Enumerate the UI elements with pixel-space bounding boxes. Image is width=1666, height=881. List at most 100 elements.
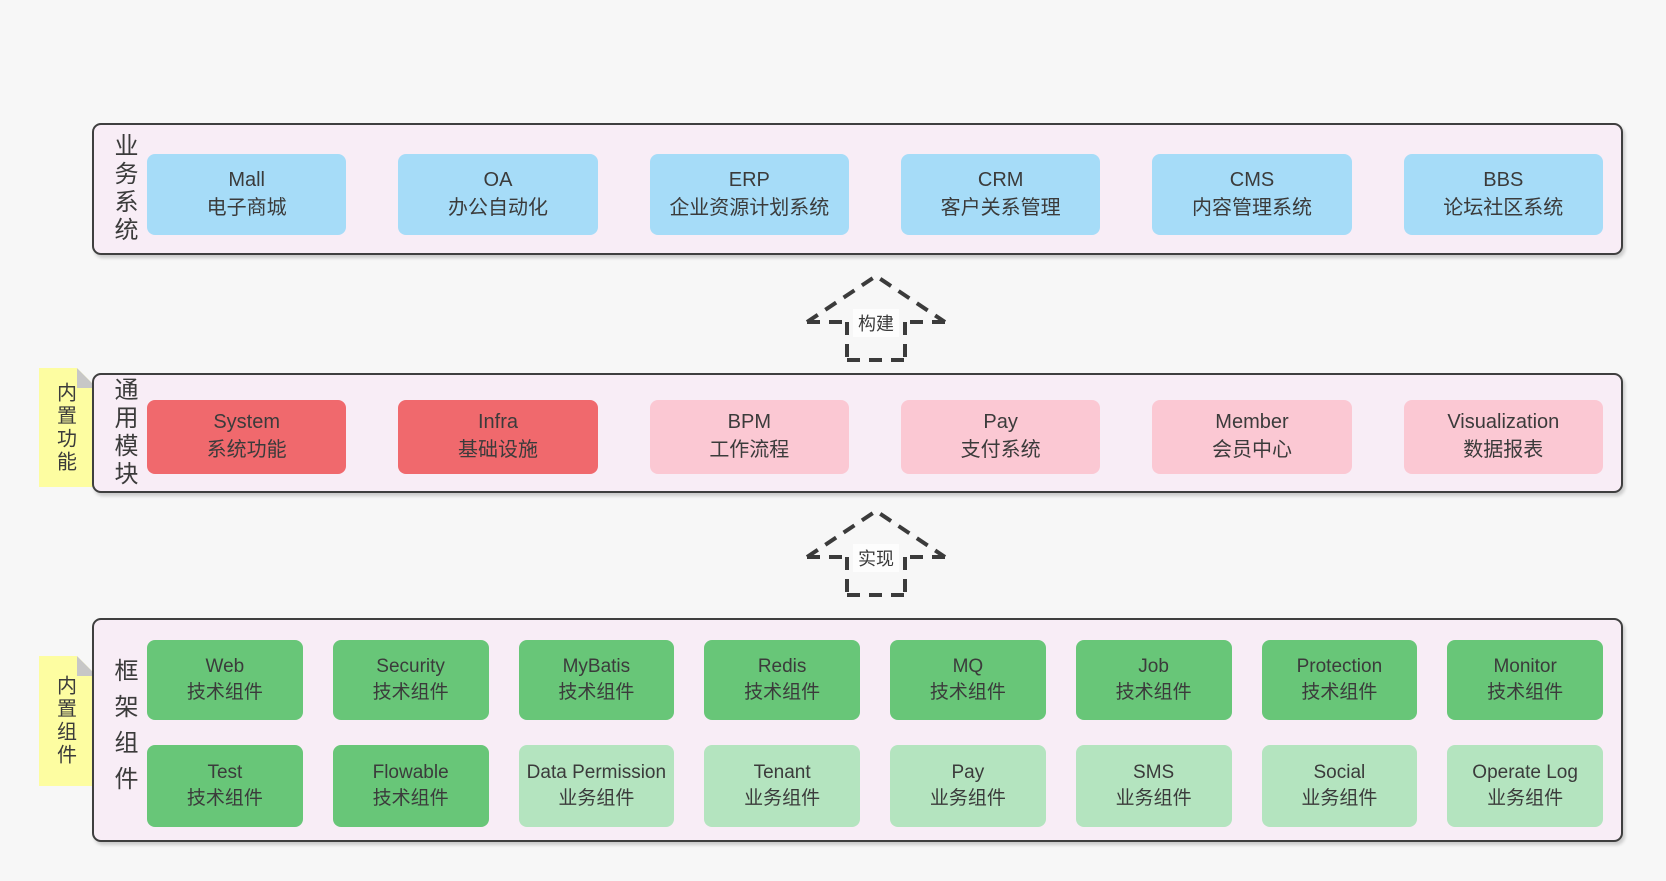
- box-subtitle: 技术组件: [1301, 682, 1378, 703]
- box-title: Job: [1138, 655, 1169, 677]
- box-subtitle: 技术组件: [558, 682, 635, 703]
- arrow-label: 实现: [853, 544, 899, 572]
- tag-label: 内置组件: [53, 675, 76, 767]
- box-title: Mall: [228, 168, 265, 191]
- module-box-bpm: BPM 工作流程: [649, 400, 849, 474]
- business-box-mall: Mall 电子商城: [147, 154, 347, 235]
- box-subtitle: 会员中心: [1211, 439, 1292, 461]
- box-title: MQ: [952, 655, 984, 677]
- box-subtitle: 论坛社区系统: [1443, 196, 1564, 219]
- framework-box-social: Social 业务组件: [1261, 745, 1418, 827]
- framework-components-panel: 框架组件 Web 技术组件 Security 技术组件 MyBatis 技术组件 Re…: [92, 618, 1623, 842]
- box-title: Infra: [477, 411, 518, 434]
- framework-box-web: Web 技术组件: [147, 640, 303, 720]
- panel-label-framework-components: 框架组件: [110, 658, 137, 802]
- box-subtitle: 基础设施: [457, 439, 538, 461]
- framework-box-mq: MQ 技术组件: [890, 640, 1046, 720]
- box-title: System: [213, 411, 280, 434]
- box-subtitle: 技术组件: [186, 682, 263, 703]
- box-title: Monitor: [1493, 655, 1557, 677]
- box-subtitle: 技术组件: [1487, 682, 1564, 703]
- box-title: CMS: [1229, 168, 1275, 191]
- framework-box-data-permission: Data Permission 业务组件: [518, 745, 675, 827]
- box-title: Data Permission: [526, 761, 667, 783]
- box-title: Flowable: [372, 761, 449, 783]
- box-subtitle: 系统功能: [206, 439, 287, 461]
- business-systems-panel: 业务系统 Mall 电子商城 OA 办公自动化 ERP 企业资源计划系统 CRM 客户关…: [92, 123, 1623, 255]
- module-box-system: System 系统功能: [147, 400, 347, 474]
- box-title: Social: [1313, 761, 1366, 783]
- box-subtitle: 业务组件: [929, 788, 1006, 809]
- box-title: SMS: [1133, 761, 1175, 783]
- framework-row-2: Test 技术组件 Flowable 技术组件 Data Permission 业务组…: [147, 745, 1603, 827]
- box-subtitle: 办公自动化: [447, 196, 548, 219]
- panel-label-business-systems: 业务系统: [110, 133, 137, 245]
- framework-box-protection: Protection 技术组件: [1261, 640, 1418, 720]
- box-subtitle: 业务组件: [1301, 788, 1378, 809]
- box-subtitle: 客户关系管理: [940, 196, 1061, 219]
- implement-arrow: 实现: [801, 507, 951, 599]
- framework-box-sms: SMS 业务组件: [1075, 745, 1232, 827]
- box-subtitle: 技术组件: [372, 788, 449, 809]
- business-box-cms: CMS 内容管理系统: [1152, 154, 1352, 235]
- framework-box-security: Security 技术组件: [332, 640, 489, 720]
- business-systems-row: Mall 电子商城 OA 办公自动化 ERP 企业资源计划系统 CRM 客户关系管理 C…: [147, 154, 1603, 235]
- box-title: ERP: [728, 168, 770, 191]
- framework-box-flowable: Flowable 技术组件: [332, 745, 489, 827]
- box-subtitle: 工作流程: [709, 439, 790, 461]
- box-subtitle: 技术组件: [929, 682, 1006, 703]
- sticky-tag-built-in-features: 内置功能: [39, 368, 97, 487]
- box-title: OA: [483, 168, 513, 191]
- framework-box-mybatis: MyBatis 技术组件: [518, 640, 675, 720]
- box-title: Pay: [983, 411, 1018, 434]
- panel-label-common-modules: 通用模块: [110, 377, 137, 489]
- box-subtitle: 业务组件: [1487, 788, 1564, 809]
- framework-box-test: Test 技术组件: [147, 745, 303, 827]
- framework-box-tenant: Tenant 业务组件: [704, 745, 860, 827]
- framework-box-pay: Pay 业务组件: [890, 745, 1046, 827]
- business-box-crm: CRM 客户关系管理: [900, 154, 1101, 235]
- box-title: CRM: [977, 168, 1024, 191]
- box-title: Redis: [757, 655, 807, 677]
- box-subtitle: 技术组件: [744, 682, 821, 703]
- box-subtitle: 技术组件: [186, 788, 263, 809]
- box-title: BBS: [1483, 168, 1524, 191]
- box-title: Test: [207, 761, 243, 783]
- box-title: MyBatis: [562, 655, 631, 677]
- box-subtitle: 内容管理系统: [1191, 196, 1312, 219]
- build-arrow: 构建: [801, 272, 951, 364]
- box-subtitle: 业务组件: [1115, 788, 1192, 809]
- framework-box-job: Job 技术组件: [1075, 640, 1232, 720]
- business-box-erp: ERP 企业资源计划系统: [649, 154, 849, 235]
- box-title: Protection: [1296, 655, 1383, 677]
- module-box-infra: Infra 基础设施: [398, 400, 598, 474]
- business-box-bbs: BBS 论坛社区系统: [1403, 154, 1603, 235]
- tag-label: 内置功能: [53, 381, 76, 474]
- module-box-visualization: Visualization 数据报表: [1403, 400, 1603, 474]
- box-subtitle: 企业资源计划系统: [669, 196, 830, 219]
- box-subtitle: 技术组件: [372, 682, 449, 703]
- framework-row-1: Web 技术组件 Security 技术组件 MyBatis 技术组件 Redis 技术…: [147, 640, 1603, 720]
- box-title: BPM: [727, 411, 771, 434]
- business-box-oa: OA 办公自动化: [398, 154, 598, 235]
- sticky-tag-built-in-components: 内置组件: [39, 656, 97, 786]
- box-title: Security: [376, 655, 445, 677]
- module-box-member: Member 会员中心: [1152, 400, 1352, 474]
- box-subtitle: 业务组件: [558, 788, 635, 809]
- arrow-label: 构建: [853, 309, 899, 337]
- box-title: Member: [1215, 411, 1289, 434]
- box-subtitle: 技术组件: [1115, 682, 1192, 703]
- box-title: Tenant: [753, 761, 811, 783]
- box-subtitle: 业务组件: [744, 788, 821, 809]
- box-subtitle: 电子商城: [206, 196, 287, 219]
- box-title: Visualization: [1447, 411, 1560, 434]
- box-subtitle: 数据报表: [1463, 439, 1544, 461]
- box-title: Web: [205, 655, 245, 677]
- box-title: Pay: [951, 761, 985, 783]
- framework-box-redis: Redis 技术组件: [704, 640, 860, 720]
